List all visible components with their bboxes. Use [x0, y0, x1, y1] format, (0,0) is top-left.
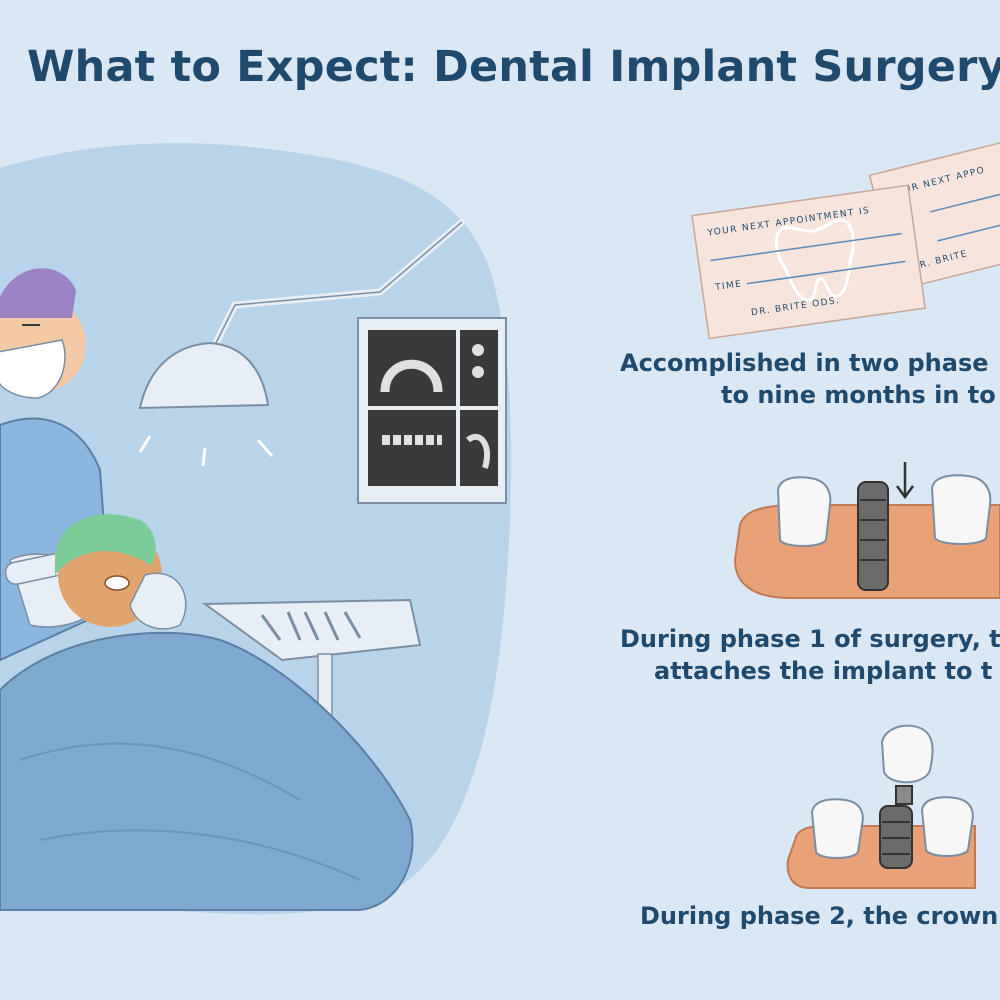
phase1-caption-line-2: attaches the implant to t	[654, 657, 993, 685]
page-title: What to Expect: Dental Implant Surgery	[27, 42, 1000, 92]
patient-figure	[55, 514, 187, 630]
phase1-caption-line-1: During phase 1 of surgery, t	[620, 625, 1000, 653]
phase2-caption: During phase 2, the crown	[620, 900, 1000, 932]
card-time-text: TIME	[714, 279, 743, 293]
implant-phase2-diagram	[786, 724, 976, 889]
implant-phase1-diagram	[733, 462, 1000, 599]
appointment-card-front: YOUR NEXT APPOINTMENT IS TIME DR. BRITE …	[691, 184, 926, 340]
phases-caption: Accomplished in two phase to nine months…	[620, 347, 1000, 411]
dental-lamp-icon	[138, 218, 466, 467]
patient-blanket	[0, 631, 414, 911]
phases-caption-line-2: to nine months in to	[721, 381, 996, 409]
xray-panel	[357, 317, 507, 504]
phase2-caption-line-1: During phase 2, the crown	[640, 902, 999, 930]
phase1-caption: During phase 1 of surgery, t attaches th…	[620, 623, 1000, 687]
phases-caption-line-1: Accomplished in two phase	[620, 349, 989, 377]
